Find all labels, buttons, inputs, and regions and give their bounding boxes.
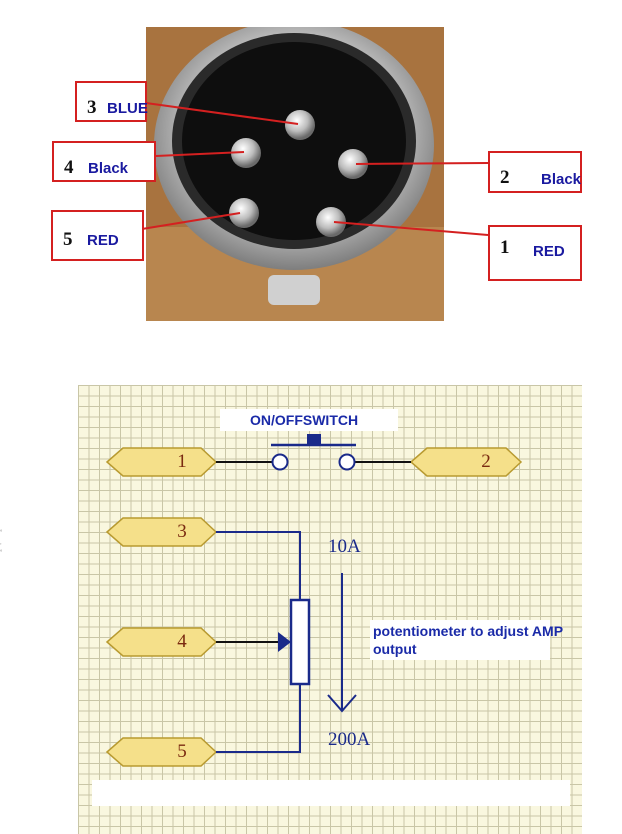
connector-illustration	[146, 27, 444, 321]
schematic-wiring	[105, 434, 523, 767]
wire-pin-3	[216, 531, 301, 600]
callout-wire-color: Black	[541, 171, 582, 188]
callout-wire-color: RED	[533, 243, 565, 260]
pin-label-4: 4	[177, 631, 187, 652]
pin-5	[229, 198, 259, 228]
pin-3	[285, 110, 315, 140]
switch-label: ON/OFFSWITCH	[250, 412, 359, 428]
callout-pin-3: 3 BLUE	[75, 81, 148, 122]
note-line-1: potentiometer to adjust AMP	[373, 623, 564, 639]
callout-number: 2	[500, 167, 510, 188]
callout-pin-4: 4 Black	[52, 141, 156, 182]
callout-wire-color: Black	[88, 160, 129, 177]
margin-marks: °,°	[0, 530, 3, 556]
callout-pin-2: 2 Black	[488, 151, 582, 193]
callout-wire-color: RED	[87, 232, 119, 249]
callout-pin-1: 1 RED	[488, 225, 582, 281]
connector-photo	[146, 27, 444, 321]
note-box: potentiometer to adjust AMP output	[370, 620, 563, 660]
callout-number: 4	[64, 157, 74, 178]
switch-contact-left	[271, 453, 289, 471]
callout-number: 3	[87, 97, 97, 118]
potentiometer-wiper	[278, 632, 291, 652]
pin-label-2: 2	[481, 451, 491, 472]
switch-contact-right	[338, 453, 356, 471]
callout-number: 5	[63, 229, 73, 250]
callout-wire-color: BLUE	[107, 100, 148, 117]
pin-tag-2	[409, 447, 523, 477]
callout-leaders	[141, 102, 489, 236]
value-bottom: 200A	[328, 729, 371, 750]
connector-face	[182, 42, 406, 240]
callout-pin-5: 5 RED	[51, 210, 144, 261]
note-line-2: output	[373, 641, 417, 657]
pin-2	[338, 149, 368, 179]
pin-1	[316, 207, 346, 237]
switch-button	[307, 434, 321, 444]
pin-label-5: 5	[177, 741, 187, 762]
potentiometer-body	[289, 598, 311, 686]
switch-label-box: ON/OFFSWITCH	[220, 409, 398, 431]
pin-label-1: 1	[177, 451, 187, 472]
schematic-diagram: 1 2 3 4 5 ON/OFFSWITCH 10A 200A potentio…	[78, 385, 582, 834]
wire-pin-5	[216, 684, 301, 753]
adjust-arrow-head	[327, 694, 357, 713]
pin-label-3: 3	[177, 521, 187, 542]
pin-4	[231, 138, 261, 168]
footer-band	[92, 780, 570, 806]
value-top: 10A	[328, 536, 361, 557]
callout-number: 1	[500, 237, 510, 258]
